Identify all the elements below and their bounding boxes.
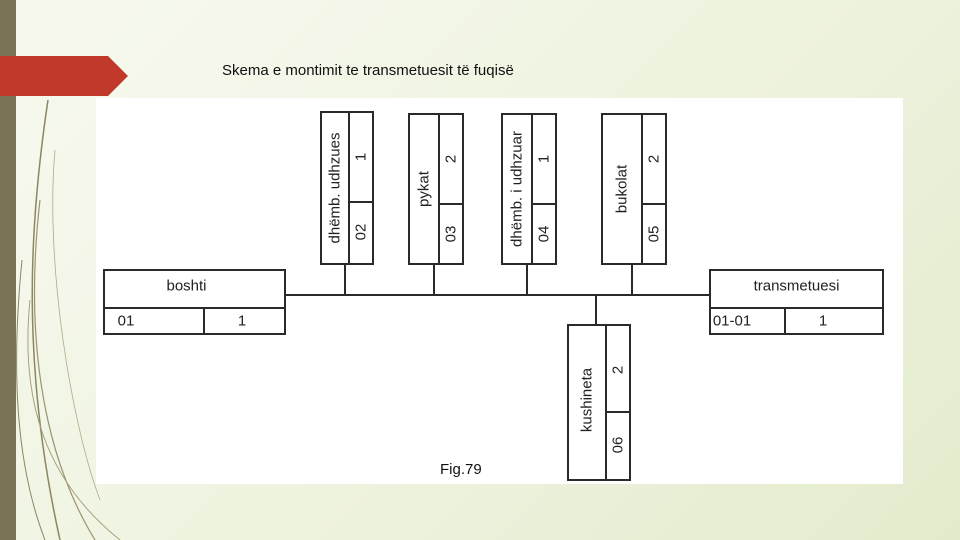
component-kushineta-box <box>567 324 631 481</box>
component-dhemb-udhzues-name: dhëmb. udhzues <box>327 133 344 244</box>
component-transmetuesi-name: transmetuesi <box>754 278 840 295</box>
assembly-diagram-svg: boshti 01 1 transmetuesi 01-01 1 dhëmb. udhzue… <box>103 111 884 481</box>
component-boshti-box <box>103 269 286 335</box>
component-bukolat-code: 05 <box>646 226 663 243</box>
component-bukolat-name: bukolat <box>614 164 631 213</box>
component-pykat-qty: 2 <box>443 155 460 163</box>
title-arrow-tab <box>0 56 128 96</box>
component-transmetuesi-qty: 1 <box>819 313 827 330</box>
component-dhemb-i-udhzuar-name: dhëmb. i udhzuar <box>509 131 526 247</box>
assembly-diagram: boshti 01 1 transmetuesi 01-01 1 dhëmb. udhzue… <box>96 98 903 484</box>
component-pykat-name: pykat <box>416 170 433 207</box>
component-dhemb-i-udhzuar-code: 04 <box>536 226 553 243</box>
component-kushineta-code: 06 <box>610 437 627 454</box>
left-accent-bar <box>0 0 16 540</box>
figure-caption: Fig.79 <box>440 461 482 478</box>
component-dhemb-udhzues-box <box>320 111 374 265</box>
component-kushineta-name: kushineta <box>579 367 596 432</box>
component-dhemb-udhzues-qty: 1 <box>353 153 370 161</box>
component-pykat-box <box>408 113 464 265</box>
slide-title: Skema e montimit te transmetuesit të fuq… <box>222 62 514 79</box>
component-transmetuesi-code: 01-01 <box>713 313 751 330</box>
component-boshti-name: boshti <box>166 278 206 295</box>
component-dhemb-i-udhzuar-box <box>501 113 557 265</box>
component-transmetuesi-box <box>709 269 884 335</box>
decorative-swooshes <box>16 99 121 540</box>
component-dhemb-udhzues-code: 02 <box>353 224 370 241</box>
component-boshti-code: 01 <box>118 313 135 330</box>
component-bukolat-qty: 2 <box>646 155 663 163</box>
component-pykat-code: 03 <box>443 226 460 243</box>
component-boshti-qty: 1 <box>238 313 246 330</box>
component-kushineta-qty: 2 <box>610 366 627 374</box>
component-bukolat-box <box>601 113 667 265</box>
component-dhemb-i-udhzuar-qty: 1 <box>536 155 553 163</box>
